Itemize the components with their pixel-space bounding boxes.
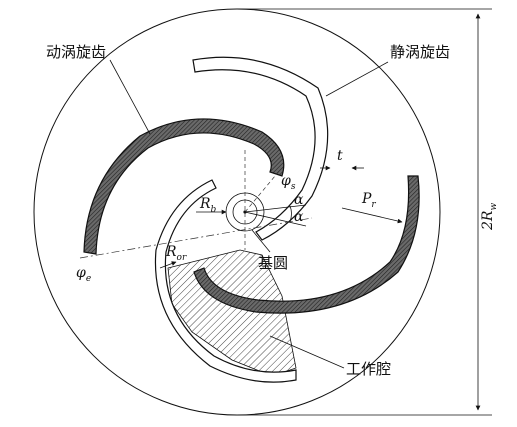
label-ror: Ror [165, 244, 187, 263]
label-rb: Rb [199, 196, 217, 215]
label-2rw: 2Rw [480, 203, 499, 231]
label-alpha-2: α [294, 209, 304, 225]
reference-dash-line [79, 217, 313, 259]
label-phi-e: φe [76, 265, 91, 284]
label-working-chamber: 工作腔 [346, 360, 391, 378]
leader-fixed-scroll [325, 61, 389, 97]
ror-arrow [159, 261, 177, 269]
moving-scroll-wrap [83, 118, 285, 255]
label-fixed-scroll: 静涡旋齿 [390, 43, 450, 61]
fixed-scroll-wrap [192, 56, 329, 241]
fixed-scroll-wrap-lower [154, 179, 297, 383]
leader-base-circle [251, 229, 271, 253]
alpha-arc [289, 205, 292, 223]
alpha-line-1 [244, 204, 307, 213]
label-pr: Pr [361, 191, 376, 210]
phi-s-dash-line [244, 169, 281, 213]
leader-moving-scroll [109, 59, 151, 135]
label-phi-s: φs [281, 173, 296, 192]
alpha-line-2 [244, 211, 307, 227]
moving-scroll-wrap-lower [193, 175, 420, 314]
label-alpha-1: α [294, 192, 304, 208]
label-moving-scroll: 动涡旋齿 [46, 43, 106, 61]
label-t: t [337, 148, 343, 164]
label-base-circle: 基圆 [258, 254, 288, 272]
leader-working-chamber [269, 335, 345, 369]
pr-arrow [341, 207, 403, 224]
